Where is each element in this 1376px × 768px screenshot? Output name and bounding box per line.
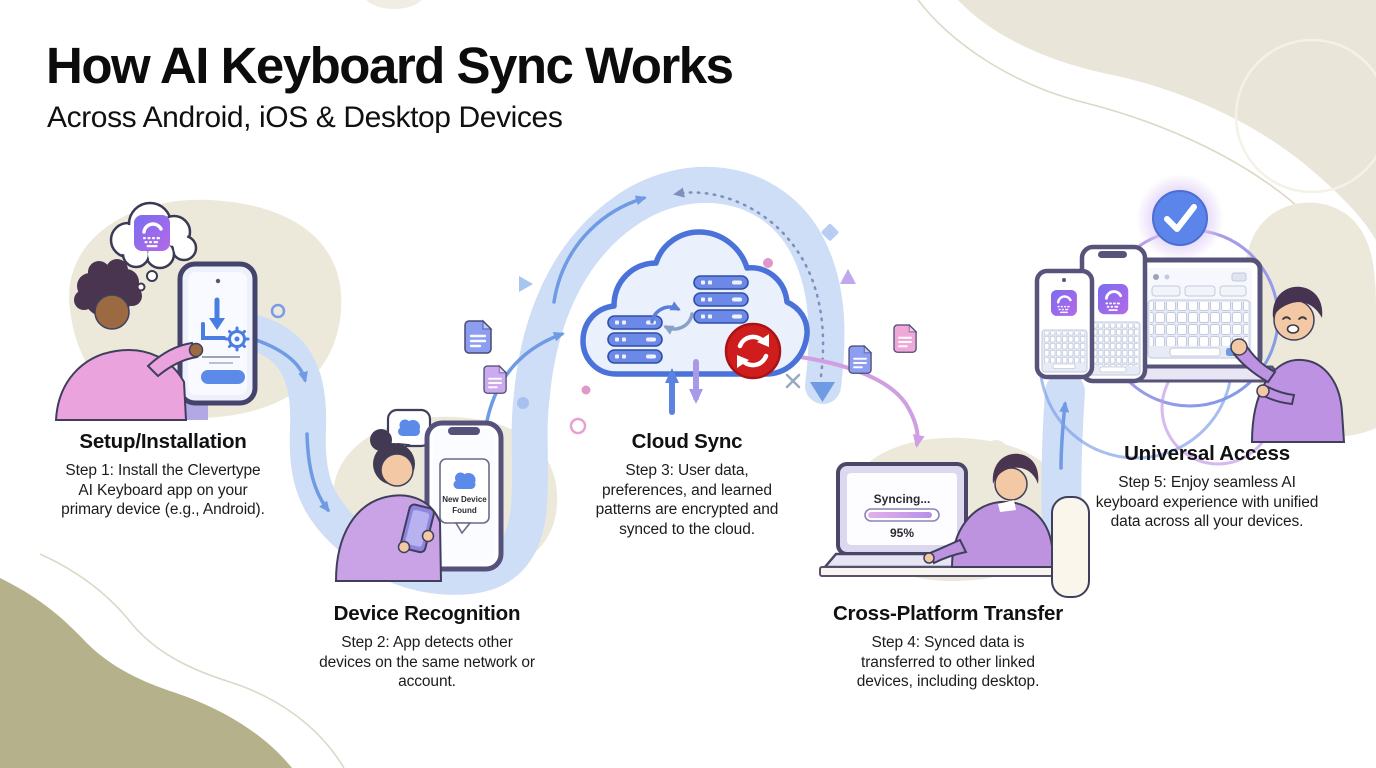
device-found-line1: New Device [442,495,487,504]
beige-blob-top-right [958,0,1376,240]
step-1-setup-installation: Setup/Installation Step 1: Install the C… [38,430,288,520]
person-5 [1230,286,1346,443]
syncing-percent: 95% [890,526,914,540]
step-heading: Cloud Sync [631,430,743,453]
laptop-syncing: Syncing... 95% [822,462,982,569]
thought-bubble-icon [109,201,198,292]
document-icon [892,323,918,354]
document-icon [847,344,873,375]
keyboard-app-icon [132,213,172,253]
olive-blob-bottom-left [0,578,292,768]
flow-arrow-icon [484,332,565,428]
step-body: Step 3: User data, preferences, and lear… [595,462,779,538]
step-2-device-recognition: Device Recognition Step 2: App detects o… [302,602,552,692]
person-2 [334,429,443,582]
sync-cycle-icon [650,301,694,335]
transfer-arrow-pink [758,350,925,448]
step-3-cloud-sync: Cloud Sync Step 3: User data, preference… [562,430,812,539]
step-heading: Setup/Installation [79,430,247,453]
step-5-universal-access: Universal Access Step 5: Enjoy seamless … [1082,442,1332,532]
flow-arrowhead-down [810,382,835,402]
flow-arrows [254,187,1070,513]
keyboard-app-icon [1096,282,1130,316]
tablet-device-5 [1079,244,1148,384]
step-body: Step 2: App detects other devices on the… [319,634,535,691]
person-1 [54,259,204,421]
decorations [270,223,918,435]
desk [819,566,1075,577]
step-body: Step 4: Synced data is transferred to ot… [856,634,1040,691]
new-device-card: New Device Found [439,458,490,535]
scene-setup-installation [54,201,258,421]
step-body: Step 1: Install the Clevertype AI Keyboa… [61,462,265,519]
step-heading: Cross-Platform Transfer [832,602,1064,625]
flow-arrow-icon [1059,401,1070,470]
scene-device-recognition: New Device Found [334,408,504,582]
laptop-device-5 [1110,257,1288,383]
flow-arrow-icon [305,432,330,513]
person-4 [923,453,1053,568]
cloud-transfer-arrows [665,359,703,415]
check-badge-icon [1136,174,1224,262]
progress-bar [864,508,940,522]
red-sync-badge-icon [724,322,782,380]
olive-blob-outline [39,553,345,768]
page-subtitle: Across Android, iOS & Desktop Devices [47,101,563,134]
faint-ring [1234,38,1376,194]
flow-arrow-icon [254,338,308,383]
keyboard-app-icon [1049,288,1079,318]
scene-cloud-sync [580,229,810,415]
scene-cross-platform-transfer: Syncing... 95% [819,453,1090,598]
phone-device-1 [177,261,258,406]
syncing-label: Syncing... [874,492,931,506]
faint-top-blob [366,0,422,9]
page-title: How AI Keyboard Sync Works [46,37,734,94]
download-icon [201,297,226,340]
flow-arrow-dotted [673,187,825,378]
flow-arrow-icon [552,195,647,304]
step-heading: Universal Access [1124,442,1290,465]
phone-device-5 [1034,268,1095,380]
document-icon [463,319,493,355]
step-body: Step 5: Enjoy seamless AI keyboard exper… [1095,474,1319,531]
phone-device-2: New Device Found [424,420,504,572]
scene-universal-access [1034,174,1346,466]
step-4-cross-platform-transfer: Cross-Platform Transfer Step 4: Synced d… [818,602,1078,692]
device-found-line2: Found [452,506,477,515]
step-heading: Device Recognition [333,602,521,625]
document-icon [482,364,508,395]
gear-icon [224,326,250,352]
